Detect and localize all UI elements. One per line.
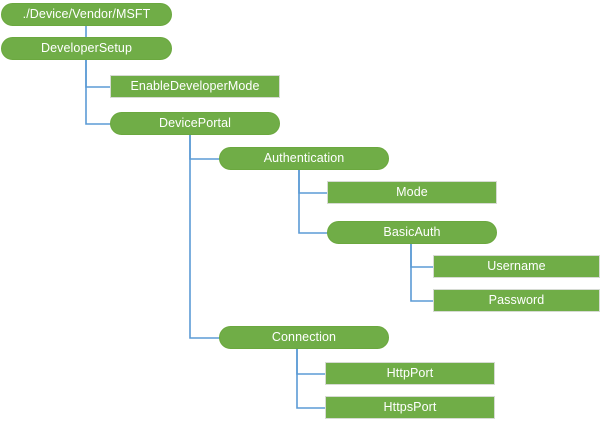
connector-basicauth-to-password — [410, 244, 433, 302]
tree-node-httpsport[interactable]: HttpsPort — [325, 396, 495, 419]
tree-node-enabledevelopermode[interactable]: EnableDeveloperMode — [110, 75, 280, 98]
connector-basicauth-to-username — [410, 244, 433, 268]
tree-node-label: DevicePortal — [158, 116, 232, 131]
connector-connection-to-httpport — [296, 349, 325, 375]
tree-node-label: HttpsPort — [383, 400, 437, 415]
tree-node-label: Mode — [396, 185, 428, 200]
tree-node-label: Connection — [271, 330, 337, 345]
tree-node-label: HttpPort — [386, 366, 434, 381]
tree-node-username[interactable]: Username — [433, 255, 600, 278]
tree-node-label: ./Device/Vendor/MSFT — [22, 7, 151, 22]
tree-node-authentication[interactable]: Authentication — [219, 147, 389, 170]
connector-connection-to-httpsport — [296, 349, 325, 409]
tree-node-deviceportal[interactable]: DevicePortal — [110, 112, 280, 135]
tree-node-label: BasicAuth — [383, 225, 441, 240]
tree-node-label: Username — [487, 259, 546, 274]
connector-authentication-to-mode — [298, 170, 327, 194]
connector-developersetup-to-deviceportal — [85, 60, 116, 125]
tree-node-connection[interactable]: Connection — [219, 326, 389, 349]
tree-node-root[interactable]: ./Device/Vendor/MSFT — [1, 3, 172, 26]
tree-node-password[interactable]: Password — [433, 289, 600, 312]
connector-deviceportal-to-connection — [189, 135, 225, 339]
tree-node-mode[interactable]: Mode — [327, 181, 497, 204]
tree-node-label: DeveloperSetup — [40, 41, 133, 56]
tree-node-label: Authentication — [263, 151, 345, 166]
tree-node-label: EnableDeveloperMode — [130, 79, 260, 94]
tree-node-httpport[interactable]: HttpPort — [325, 362, 495, 385]
connector-authentication-to-basicauth — [298, 170, 333, 234]
connector-developersetup-to-enabledevelopermode — [85, 60, 110, 88]
tree-node-developersetup[interactable]: DeveloperSetup — [1, 37, 172, 60]
tree-node-label: Password — [488, 293, 545, 308]
tree-node-basicauth[interactable]: BasicAuth — [327, 221, 497, 244]
